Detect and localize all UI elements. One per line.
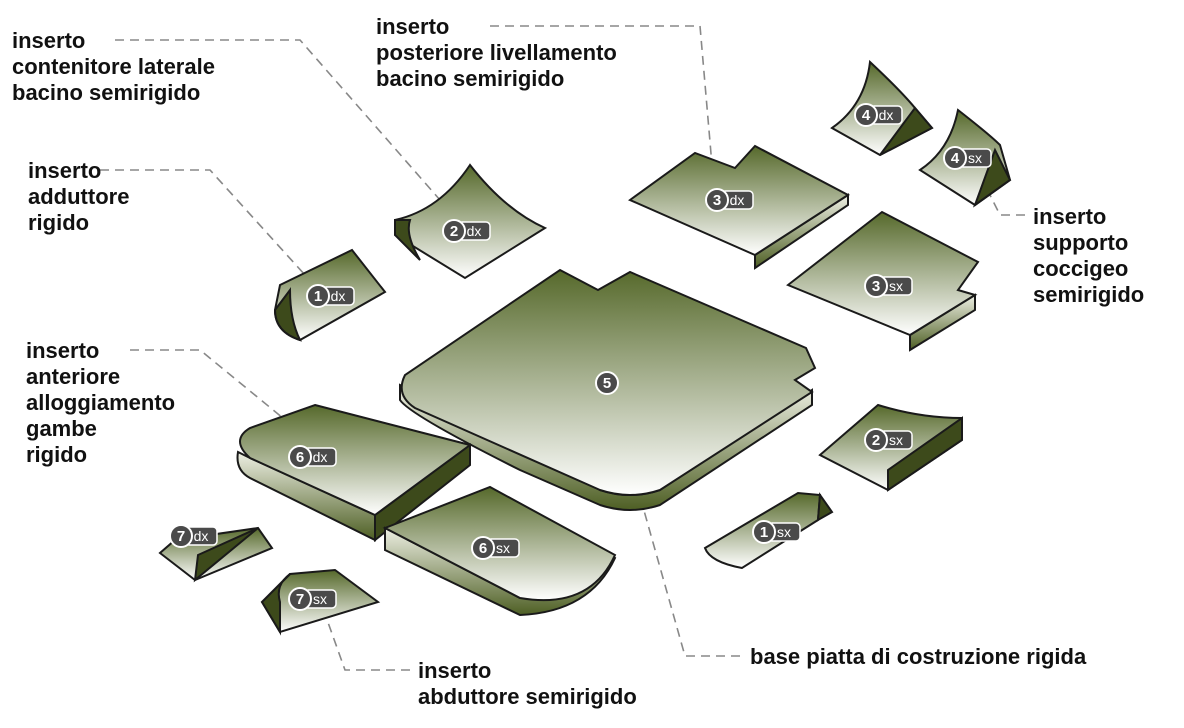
tag-number-circle <box>943 146 967 170</box>
tag-4dx: dx 4 <box>854 103 903 127</box>
tag-number-label: 1 <box>314 288 322 305</box>
tag-2sx: sx 2 <box>864 428 913 452</box>
tag-side-label: dx <box>331 288 346 304</box>
leader-coccigeo <box>989 194 1025 216</box>
tag-side-label: sx <box>777 524 791 540</box>
leader-contenitore <box>115 39 441 201</box>
label-base-piatta: base piatta di costruzione rigida <box>750 644 1087 669</box>
tag-1dx: dx 1 <box>306 284 355 308</box>
label-inserto-supporto-coccigeo: inserto supporto coccigeo semirigido <box>1033 204 1145 307</box>
tag-number-circle <box>595 371 619 395</box>
tag-number-label: 3 <box>713 192 721 209</box>
tag-number-label: 2 <box>872 432 880 449</box>
tag-4sx: sx 4 <box>943 146 992 170</box>
leader-anteriore <box>130 349 301 433</box>
tag-number-label: 4 <box>862 107 871 124</box>
tag-number-label: 1 <box>760 524 768 541</box>
label-inserto-posteriore-livellamento: inserto posteriore livellamento bacino s… <box>376 14 617 91</box>
tag-side-label: sx <box>313 591 327 607</box>
tag-6dx: dx 6 <box>288 445 337 469</box>
label-inserto-abduttore: inserto abduttore semirigido <box>418 658 637 709</box>
tag-side-label: dx <box>467 223 482 239</box>
tag-side-label: sx <box>889 432 903 448</box>
tag-side-label: dx <box>313 449 328 465</box>
tag-number-label: 6 <box>296 449 304 466</box>
tag-number-circle <box>169 524 193 548</box>
tag-side-label: sx <box>496 540 510 556</box>
tag-number-label: 7 <box>296 591 304 608</box>
piece-3sx <box>786 210 980 352</box>
tag-5: 5 <box>595 371 619 395</box>
tag-side-label: dx <box>730 192 745 208</box>
leader-base <box>609 389 740 657</box>
label-inserto-adduttore: inserto adduttore rigido <box>28 158 130 235</box>
tag-3dx: dx 3 <box>705 188 754 212</box>
tag-number-circle <box>705 188 729 212</box>
tag-6sx: sx 6 <box>471 536 520 560</box>
tag-side-label: sx <box>889 278 903 294</box>
tag-number-circle <box>288 445 312 469</box>
tag-7sx: sx 7 <box>288 587 337 611</box>
tag-number-circle <box>854 103 878 127</box>
tag-number-circle <box>864 274 888 298</box>
tag-7dx: dx 7 <box>169 524 218 548</box>
tag-number-circle <box>471 536 495 560</box>
piece-6dx <box>236 403 473 543</box>
tag-number-label: 3 <box>872 278 880 295</box>
tag-side-label: dx <box>879 107 894 123</box>
tag-side-label: sx <box>968 150 982 166</box>
tag-number-circle <box>288 587 312 611</box>
tag-number-circle <box>864 428 888 452</box>
label-inserto-contenitore-laterale: inserto contenitore laterale bacino semi… <box>12 28 215 105</box>
tag-number-label: 4 <box>951 150 960 167</box>
tag-2dx: dx 2 <box>442 219 491 243</box>
tag-number-label: 5 <box>603 375 611 392</box>
tag-number-circle <box>752 520 776 544</box>
tag-number-circle <box>442 219 466 243</box>
label-inserto-anteriore-alloggiamento: inserto anteriore alloggiamento gambe ri… <box>26 338 176 467</box>
tag-number-circle <box>306 284 330 308</box>
leader-posteriore <box>490 25 716 201</box>
tag-3sx: sx 3 <box>864 274 913 298</box>
tag-number-label: 2 <box>450 223 458 240</box>
leader-abduttore <box>319 599 410 671</box>
tag-side-label: dx <box>194 528 209 544</box>
tag-1sx: sx 1 <box>752 520 801 544</box>
tag-number-label: 6 <box>479 540 487 557</box>
tag-number-label: 7 <box>177 528 185 545</box>
leader-adduttore <box>100 169 306 276</box>
